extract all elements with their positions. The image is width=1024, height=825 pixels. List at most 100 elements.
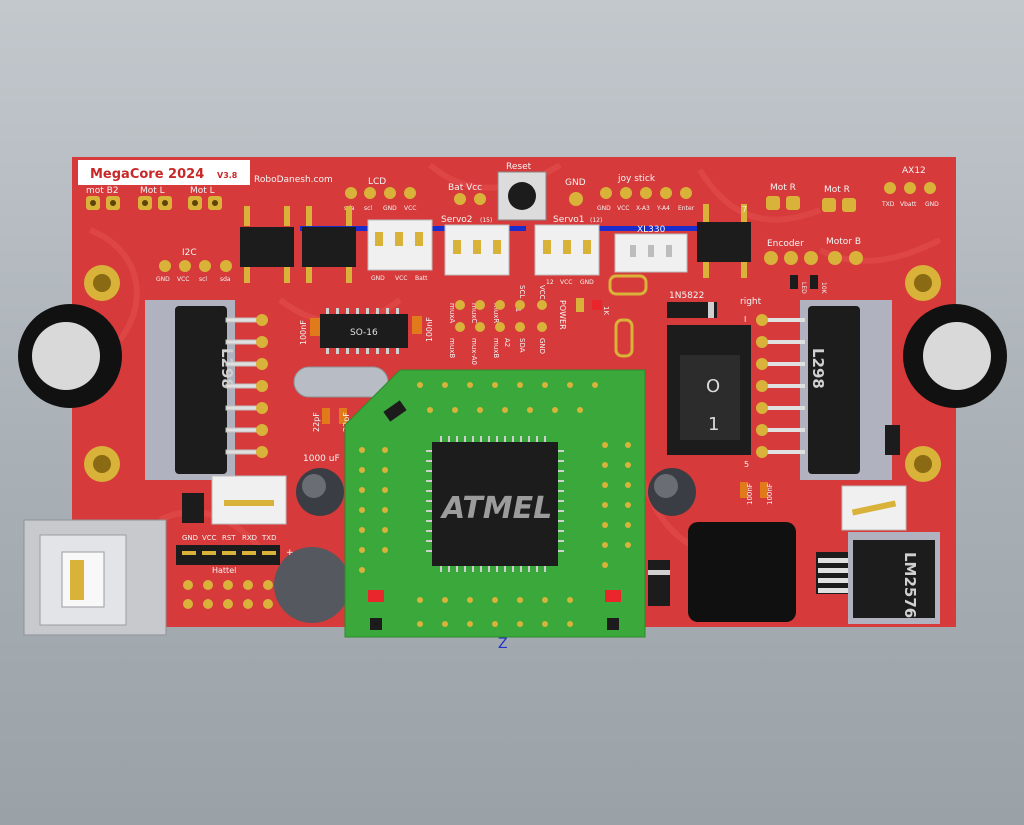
mux-header: muxA muxC muxR A1 SCL VCC muxB mux-A0 mu… [448, 285, 547, 365]
joy-pin-y: Y-A4 [656, 205, 670, 212]
prog-pin-vcc: VCC [202, 534, 217, 542]
l298-right-label: L298 [809, 348, 827, 389]
mot-b2-label: mot B2 [86, 186, 119, 196]
res-1k-label: 1K [602, 306, 610, 315]
ax12-header: AX12 TXD Vbatt GND [881, 166, 939, 208]
programming-header: GND VCC RST RXD TXD Hattel [176, 534, 280, 609]
hdr-muxA: muxA [448, 303, 456, 323]
cap-22pf-2-label: 22pF [342, 412, 351, 432]
switch-on-label: O [706, 376, 720, 397]
atmel-module: ATMEL [344, 369, 646, 638]
joy-pin-x: X-A3 [636, 205, 650, 212]
servo1-pin-label: (12) [590, 217, 602, 224]
reset-button[interactable] [497, 171, 547, 221]
i2c-pin-sda: sda [220, 276, 231, 283]
servo1-pin-12: 12 [546, 279, 554, 286]
prog-header-label: Hattel [212, 566, 236, 575]
prog-pin-rst: RST [222, 534, 236, 542]
ax12-pin-txd: TXD [881, 201, 895, 208]
hdr-muxC: muxC [470, 303, 478, 323]
cap-100nf-a-label: 100nF [746, 483, 754, 505]
website-label: RoboDanesh.com [254, 175, 333, 185]
servo2-pin-label: (15) [480, 217, 492, 224]
usb-b-port[interactable] [23, 519, 167, 636]
cap-orange [412, 316, 422, 334]
joystick-label: joy stick [617, 174, 656, 184]
i2c-pin-gnd: GND [156, 276, 170, 283]
hdr-vcc: VCC [538, 285, 546, 300]
smd-ic-3 [697, 222, 751, 262]
motor-pads-right: Mot R Mot R [766, 183, 856, 212]
cap-bulk [274, 547, 350, 623]
hdr-muxR: muxR [492, 303, 500, 323]
lcd-pin-vcc: VCC [404, 205, 416, 212]
switch-off-label: 1 [708, 414, 719, 435]
i2c-pin-vcc: VCC [177, 276, 189, 283]
right-label: right [740, 297, 762, 307]
lm2576-regulator: LM2576 [816, 532, 940, 624]
mot-r-label-2: Mot R [824, 185, 850, 195]
cap-100nf-b-label: 100nF [766, 483, 774, 505]
lcd-pin-scl: scl [364, 205, 372, 212]
title-box [78, 160, 250, 185]
joy-pin-enter: Enter [678, 205, 695, 212]
ax12-pin-gnd: GND [925, 201, 939, 208]
cap-22pf-1-label: 22pF [312, 412, 321, 432]
l298-left-label: L298 [218, 348, 236, 389]
i2c-pin-scl: scl [199, 276, 207, 283]
power-led [592, 300, 602, 310]
power-label: POWER [558, 300, 567, 330]
axis-z-label: Z [498, 636, 508, 652]
mounting-holes [84, 265, 941, 482]
hdr-gnd: GND [538, 338, 546, 354]
hdr-sda: SDA [518, 338, 526, 353]
lm2576-label: LM2576 [901, 552, 919, 618]
so16-chip: SO-16 [320, 308, 408, 354]
xl330-label: XL330 [637, 225, 666, 235]
lcd-pin-gnd: GND [383, 205, 397, 212]
prog-pin-rxd: RXD [242, 534, 257, 542]
crystal [293, 366, 389, 398]
smd-ic-1 [240, 227, 294, 267]
joy-pin-vcc: VCC [617, 205, 629, 212]
servo1-pin-vcc: VCC [560, 279, 572, 286]
encoder-label: Encoder [767, 239, 804, 249]
heatsink-right: L298 [756, 300, 1007, 480]
so16-label: SO-16 [350, 328, 378, 338]
mot-r-label-1: Mot R [770, 183, 796, 193]
cap-100nf-right-label: 100nF [425, 317, 434, 342]
cap-orange [310, 318, 320, 336]
cap-1000uf-label: 1000 uF [303, 454, 340, 464]
i2c-label: I2C [182, 248, 197, 258]
board-version: V3.8 [217, 171, 238, 180]
cap-100nf-left-label: 100nF [299, 320, 308, 345]
hdr-A2: A2 [503, 338, 511, 347]
atmel-logo-text: ATMEL [440, 491, 552, 526]
top-trace-right [540, 226, 700, 231]
motor-pads-left: mot B2 Mot L Mot L [86, 186, 222, 210]
i2c-header: I2C GND VCC scl sda [156, 248, 232, 283]
mot-l-label-1: Mot L [140, 186, 165, 196]
led-label: LED [800, 282, 807, 294]
pin-7-label: 7 [742, 205, 747, 214]
power-inductor [688, 522, 796, 622]
prog-pin-gnd: GND [182, 534, 198, 542]
prog-pin-txd: TXD [261, 534, 276, 542]
mot-l-label-2: Mot L [190, 186, 215, 196]
lcd-label: LCD [368, 177, 386, 187]
reset-label: Reset [506, 162, 532, 172]
plus-label: + [286, 548, 294, 558]
conn-pin-vcc: VCC [395, 275, 407, 282]
conn-pin-batt: Batt [415, 275, 428, 282]
res-10k-label: 10K [820, 282, 827, 295]
gnd-label: GND [565, 178, 586, 188]
power-switch[interactable]: O 1 [667, 325, 751, 455]
reset-button-cap[interactable] [508, 182, 536, 210]
pin-5-label: 5 [744, 460, 749, 469]
ax12-pin-vbatt: Vbatt [900, 201, 917, 208]
conn-pin-gnd: GND [371, 275, 385, 282]
heatsink-left: L298 [18, 300, 268, 480]
pin-i-label: I [744, 315, 746, 324]
diode-label: 1N5822 [669, 291, 704, 301]
